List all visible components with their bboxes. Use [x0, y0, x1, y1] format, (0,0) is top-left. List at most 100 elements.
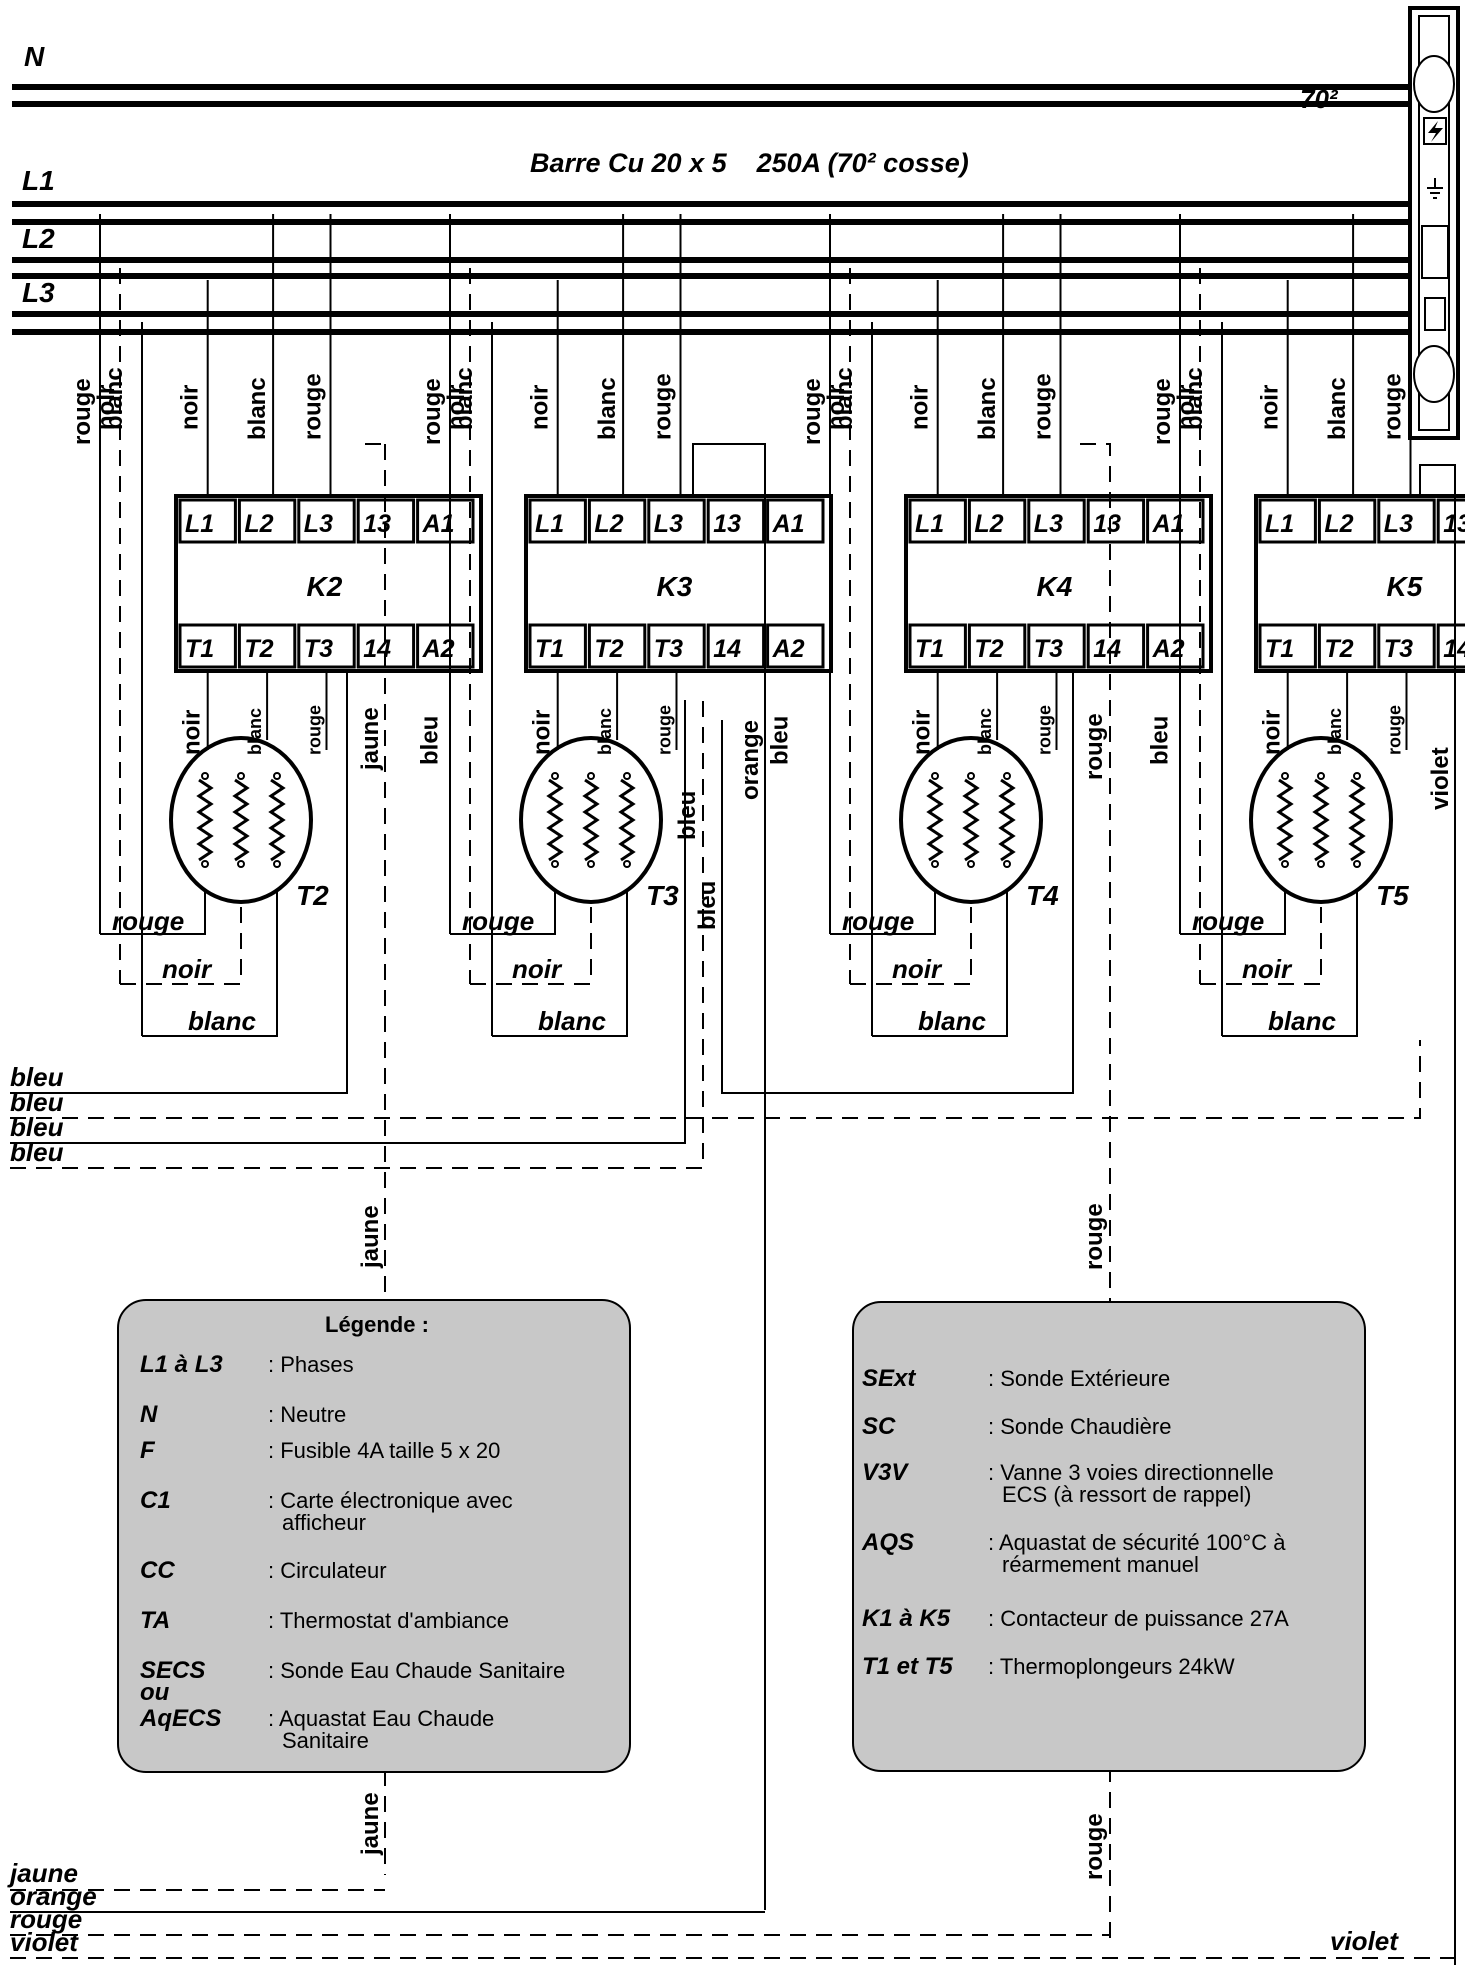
wire-label-blanc: blanc: [1181, 367, 1208, 430]
terminal-bottom-t2: [237, 623, 297, 669]
terminal-bottom-t2: [587, 623, 647, 669]
wire-label-jaune-k2: jaune: [357, 707, 384, 771]
wire-label-blanc-top: blanc: [244, 377, 271, 440]
terminal-top-label: L1: [535, 510, 564, 538]
terminal-top-13: [1436, 498, 1465, 544]
wire-label-blanc-top: blanc: [974, 377, 1001, 440]
coil-node: [587, 772, 595, 780]
heater-coil: [998, 778, 1016, 862]
terminal-bottom-t1: [528, 623, 587, 669]
legend-key: C1: [140, 1487, 171, 1514]
contactor-name: K4: [1037, 571, 1073, 602]
loop-label-rouge: rouge: [1192, 906, 1264, 936]
legend-key: N: [140, 1401, 158, 1428]
wire-label-rouge-mid: rouge: [1081, 1203, 1108, 1270]
terminal-top-label: 13: [713, 510, 741, 538]
terminal-bottom-label: T1: [535, 635, 564, 663]
wire-label-orange: orange: [737, 720, 764, 800]
coil-node: [1003, 860, 1011, 868]
exit-label-bottom: violet: [10, 1927, 79, 1957]
legend-key: AQS: [861, 1529, 914, 1556]
coil-node: [1003, 772, 1011, 780]
coil-node: [967, 860, 975, 868]
exit-label-bleu: bleu: [10, 1112, 64, 1142]
legend-value: : Vanne 3 voies directionnelle: [988, 1460, 1274, 1485]
terminal-top-a1: [766, 498, 825, 544]
terminal-bottom-label: 14: [363, 635, 391, 663]
wire-label-rouge-t3: rouge: [305, 705, 325, 755]
terminal-bottom-t3: [1377, 623, 1436, 669]
heater-name: T3: [646, 880, 679, 911]
terminal-bottom-label: T2: [594, 635, 623, 663]
legend-key: TA: [140, 1607, 170, 1634]
legend-key: SECS: [140, 1657, 205, 1684]
phase-l2-label: L2: [22, 223, 55, 254]
wire-label-rouge: rouge: [419, 378, 446, 445]
terminal-top-label: L1: [185, 510, 214, 538]
wire-label-rouge-top: rouge: [1030, 373, 1057, 440]
terminal-top-l3: [1027, 498, 1086, 544]
terminal-top-label: 13: [1093, 510, 1121, 538]
fuse-holder: [1421, 225, 1449, 279]
loop-label-noir: noir: [892, 954, 943, 984]
coil-node: [237, 772, 245, 780]
exit-label-violet-right: violet: [1330, 1926, 1399, 1956]
terminal-top-l3: [1377, 498, 1436, 544]
loop-noir: [850, 902, 972, 985]
exit-label-bottom: orange: [10, 1881, 97, 1911]
terminal-top-l2: [967, 498, 1027, 544]
terminal-top-l3: [297, 498, 356, 544]
exit-label-bleu: bleu: [10, 1137, 64, 1167]
coil-node: [237, 860, 245, 868]
wire-label-blanc-t2: blanc: [975, 708, 995, 755]
terminal-top-label: L1: [915, 510, 944, 538]
terminal-top-l1: [528, 498, 587, 544]
loop-label-noir: noir: [1242, 954, 1293, 984]
phase-l3-label: L3: [22, 277, 55, 308]
contactor-name: K3: [657, 571, 693, 602]
lightning-bolt-icon: [1428, 121, 1443, 142]
wire-bleu-3: [10, 700, 686, 1144]
wire-label-violet: violet: [1427, 747, 1454, 810]
busbar-label: Barre Cu 20 x 5 250A (70² cosse): [530, 148, 969, 178]
wire-label-noir-top: noir: [527, 385, 554, 430]
exit-label-bleu: bleu: [10, 1062, 64, 1092]
wire-label-blanc-t2: blanc: [1325, 708, 1345, 755]
wire-label-rouge-t3: rouge: [1385, 705, 1405, 755]
wire-label-noir-top: noir: [177, 385, 204, 430]
legend-value: : Fusible 4A taille 5 x 20: [268, 1438, 500, 1463]
heater-coil: [196, 778, 214, 862]
heater-name: T4: [1026, 880, 1059, 911]
legend-key: F: [140, 1437, 156, 1464]
loop-noir: [470, 902, 592, 985]
wire-label-bleu-a2: bleu: [416, 716, 443, 765]
terminal-bottom-label: A2: [772, 635, 805, 663]
heater-coil: [1348, 778, 1366, 862]
legend-value-2: réarmement manuel: [1002, 1552, 1199, 1577]
terminal-bottom-t2: [1317, 623, 1377, 669]
wire-label-noir: noir: [443, 385, 470, 430]
legend-title: Légende :: [325, 1312, 429, 1337]
legend-key: T1 et T5: [862, 1653, 953, 1680]
loop-rouge: [450, 890, 556, 935]
legend-right-box: [852, 1301, 1366, 1772]
loop-rouge: [100, 890, 206, 935]
wire-label-noir-top: noir: [1257, 385, 1284, 430]
loop-noir: [120, 902, 242, 985]
coil-node: [1281, 772, 1289, 780]
loop-blanc: [142, 890, 278, 1037]
wire-label-noir-t1: noir: [909, 710, 936, 755]
wire-bleu-2: [10, 1040, 1421, 1119]
wire-bleu-1: [10, 672, 348, 1094]
wire-label-blanc: blanc: [101, 367, 128, 430]
terminal-bottom-label: T3: [304, 635, 333, 663]
wire-label-bleu-k3b: bleu: [694, 881, 721, 930]
wire-label-noir: noir: [823, 385, 850, 430]
wire-label-rouge: rouge: [1149, 378, 1176, 445]
terminal-bottom-label: 14: [1093, 635, 1121, 663]
